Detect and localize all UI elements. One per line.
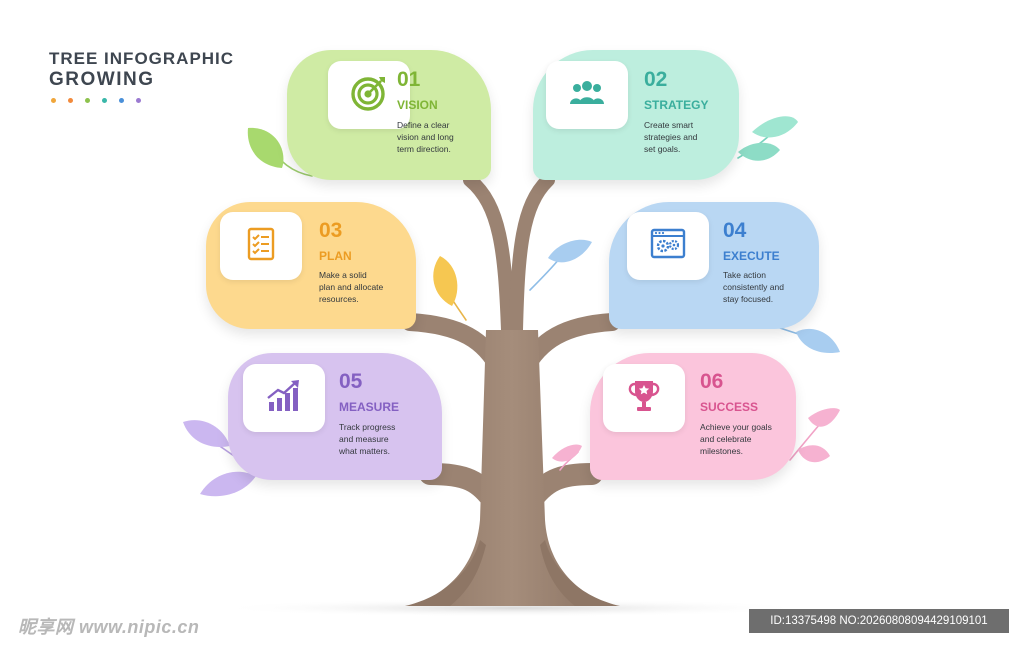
infographic-subtitle: GROWING — [49, 69, 155, 90]
description-line: what matters. — [339, 446, 391, 456]
leaf-green-left — [247, 127, 284, 168]
tree-trunk — [412, 330, 612, 606]
description-line: Create smart — [644, 120, 694, 130]
leaf-purple-bottom — [200, 471, 256, 497]
color-dot — [119, 98, 124, 103]
icon-box — [220, 212, 302, 280]
step-description: Make a solid plan and allocate resources. — [319, 269, 414, 305]
watermark-id: ID:13375498 NO:20260808094429109101 — [749, 609, 1009, 633]
icon-box — [328, 61, 410, 129]
color-dot — [136, 98, 141, 103]
description-line: resources. — [319, 294, 359, 304]
step-description: Achieve your goals and celebrate milestone… — [700, 421, 795, 457]
description-line: Take action — [723, 270, 766, 280]
step-description: Create smart strategies and set goals. — [644, 119, 739, 155]
color-dot — [68, 98, 73, 103]
leaf-blue-top — [548, 239, 592, 263]
leaf-pink-top — [808, 408, 840, 427]
step-number: 01 — [397, 68, 421, 91]
target-icon — [349, 73, 389, 118]
leaf-pink-bottom — [798, 445, 830, 463]
leaf-blue-bottom — [796, 328, 840, 354]
icon-box — [627, 212, 709, 280]
step-label: MEASURE — [339, 400, 400, 414]
step-number: 04 — [723, 219, 747, 242]
trunk-root-left — [405, 540, 486, 606]
leaves — [183, 116, 840, 497]
branch-top-left — [463, 173, 515, 337]
twig-execute-top — [529, 257, 561, 291]
description-line: term direction. — [397, 144, 451, 154]
icon-box — [546, 61, 628, 129]
checklist-icon — [241, 224, 281, 269]
step-label: STRATEGY — [644, 98, 709, 112]
description-line: vision and long — [397, 132, 454, 142]
step-number: 06 — [700, 370, 724, 393]
leaf-teal-bottom — [738, 142, 780, 161]
description-line: set goals. — [644, 144, 681, 154]
description-line: Define a clear — [397, 120, 450, 130]
leaf-pink-small — [552, 444, 582, 462]
description-line: Make a solid — [319, 270, 367, 280]
step-description: Take action consistently and stay focused. — [723, 269, 818, 305]
description-line: milestones. — [700, 446, 743, 456]
color-dot — [102, 98, 107, 103]
description-line: Track progress — [339, 422, 396, 432]
description-line: plan and allocate — [319, 282, 384, 292]
color-dot — [85, 98, 90, 103]
ground-shadow — [212, 599, 812, 617]
trunk-root-right — [540, 540, 620, 606]
description-line: consistently and — [723, 282, 784, 292]
step-label: PLAN — [319, 249, 352, 263]
leaf-teal-top — [752, 116, 798, 138]
infographic-title: TREE INFOGRAPHIC — [49, 49, 235, 68]
description-line: and measure — [339, 434, 389, 444]
description-line: Achieve your goals — [700, 422, 772, 432]
watermark-site: 昵享网 www.nipic.cn — [18, 617, 200, 637]
twig-success — [789, 423, 821, 461]
browser-gears-icon — [648, 224, 688, 269]
icon-box — [243, 364, 325, 432]
team-icon — [567, 73, 607, 118]
step-label: EXECUTE — [723, 249, 780, 263]
step-number: 02 — [644, 68, 668, 91]
branch-top-right — [509, 173, 555, 337]
step-number: 05 — [339, 370, 363, 393]
step-description: Track progress and measure what matters. — [339, 421, 434, 457]
step-number: 03 — [319, 219, 343, 242]
description-line: strategies and — [644, 132, 698, 142]
leaf-purple-top — [183, 420, 230, 447]
description-line: stay focused. — [723, 294, 774, 304]
description-line: and celebrate — [700, 434, 752, 444]
growth-chart-icon — [264, 376, 304, 421]
step-label: SUCCESS — [700, 400, 759, 414]
trophy-icon — [624, 376, 664, 421]
step-description: Define a clear vision and long term direct… — [397, 119, 492, 155]
leaf-yellow — [433, 256, 458, 306]
step-label: VISION — [397, 98, 438, 112]
color-dot — [51, 98, 56, 103]
icon-box — [603, 364, 685, 432]
